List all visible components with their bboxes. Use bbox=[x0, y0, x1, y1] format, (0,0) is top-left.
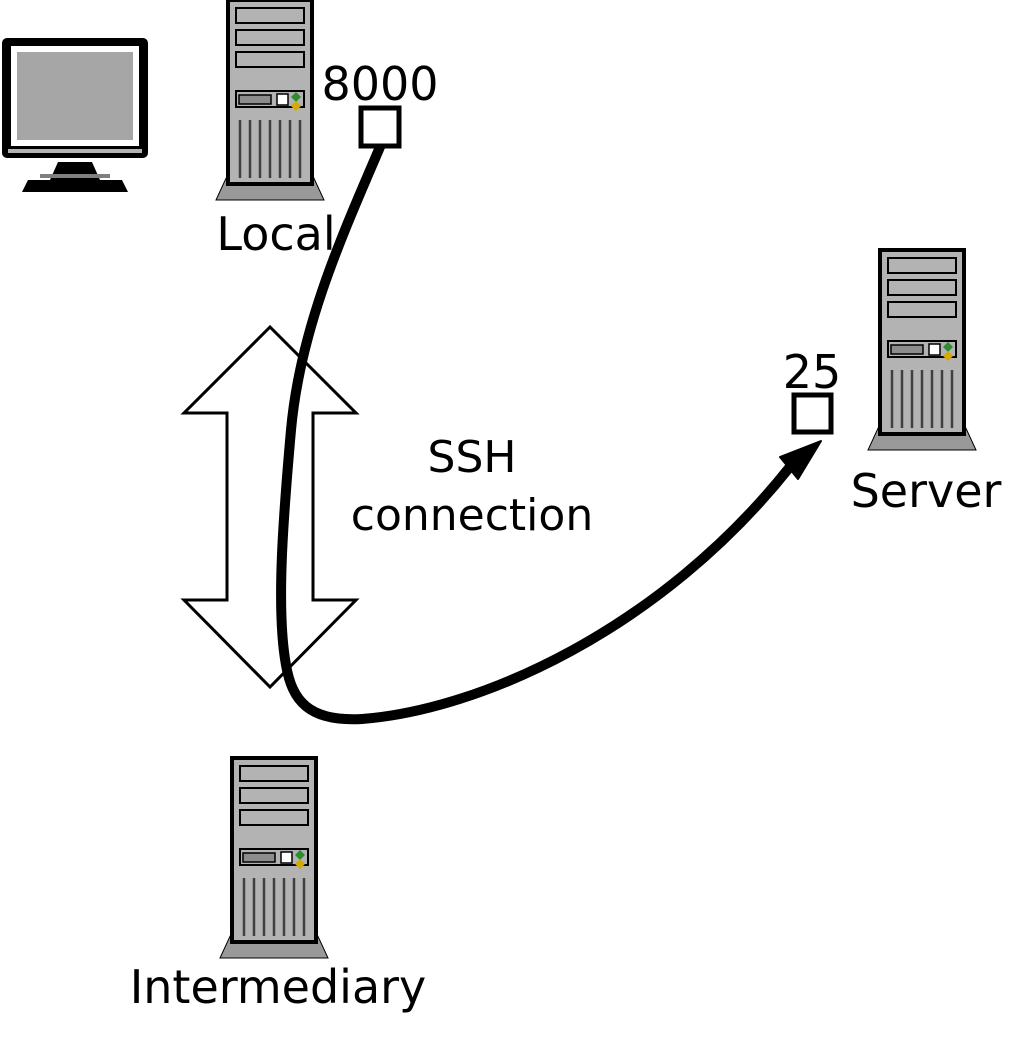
intermediary-tower-icon bbox=[218, 756, 330, 960]
tunnel-curve-arrow-icon bbox=[276, 142, 794, 725]
double-arrow-icon bbox=[180, 324, 360, 690]
local-tower-icon bbox=[214, 0, 326, 202]
local-label: Local bbox=[216, 207, 335, 261]
monitor-icon bbox=[2, 38, 148, 192]
intermediary-label: Intermediary bbox=[130, 960, 427, 1014]
tunnel-arrowhead-icon bbox=[779, 440, 822, 480]
server-label: Server bbox=[851, 464, 1002, 518]
server-tower-icon bbox=[866, 248, 978, 452]
port-8000-box bbox=[358, 105, 402, 149]
ssh-connection-label-line2: connection bbox=[351, 490, 593, 541]
port-25-label: 25 bbox=[783, 345, 842, 399]
port-8000-label: 8000 bbox=[321, 57, 438, 111]
port-25-box bbox=[791, 392, 834, 435]
ssh-connection-label-line1: SSH bbox=[428, 432, 517, 483]
